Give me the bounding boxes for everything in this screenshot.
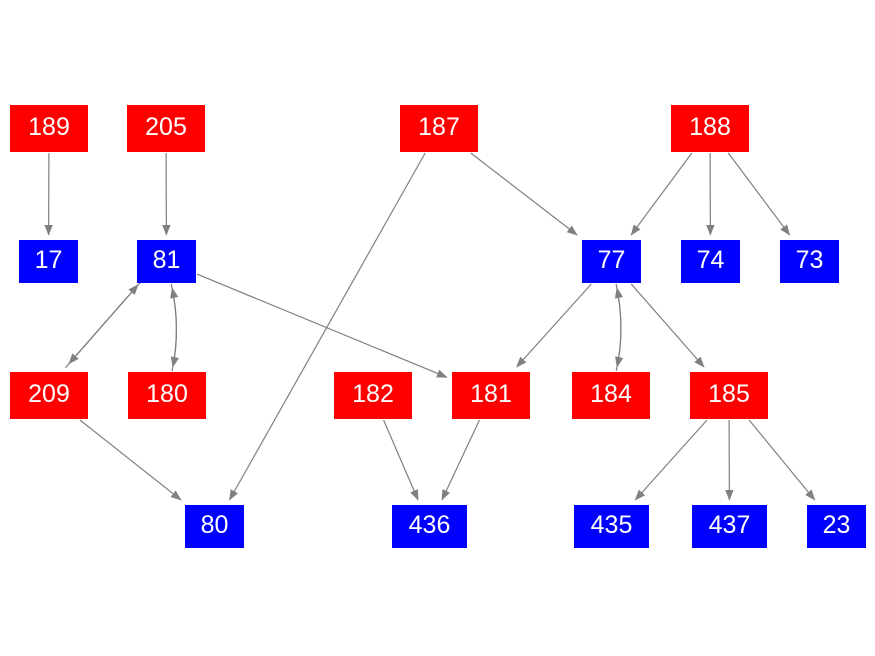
graph-node-label: 81	[152, 246, 181, 274]
graph-node-188[interactable]: 188	[671, 105, 749, 152]
graph-node-187[interactable]: 187	[400, 105, 478, 152]
graph-node-label: 185	[708, 380, 750, 408]
graph-node-label: 187	[418, 113, 460, 141]
graph-node-185[interactable]: 185	[690, 372, 768, 419]
graph-node-label: 189	[28, 113, 70, 141]
graph-node-181[interactable]: 181	[452, 372, 530, 419]
graph-edge-184-to-77	[614, 287, 624, 372]
graph-node-label: 437	[708, 511, 751, 539]
graph-node-label: 17	[34, 246, 63, 274]
graph-node-label: 182	[352, 380, 394, 408]
graph-edge-180-to-81	[170, 287, 179, 372]
graph-node-184[interactable]: 184	[572, 372, 650, 419]
graph-node-81[interactable]: 81	[137, 240, 196, 283]
graph-edge-187-to-77	[470, 152, 578, 236]
graph-edge-182-to-436	[383, 419, 419, 501]
graph-node-label: 74	[696, 246, 725, 274]
graph-node-205[interactable]: 205	[127, 105, 205, 152]
graph-node-73[interactable]: 73	[780, 240, 839, 283]
graph-node-label: 80	[200, 511, 229, 539]
graph-node-label: 23	[822, 511, 851, 539]
graph-node-label: 73	[795, 246, 824, 274]
graph-node-180[interactable]: 180	[128, 372, 206, 419]
graph-edge-188-to-73	[727, 152, 791, 236]
graph-edge-81-to-181	[196, 273, 448, 378]
graph-edge-188-to-77	[630, 152, 693, 236]
graph-node-label: 435	[590, 511, 633, 539]
graph-edge-77-to-181	[516, 283, 592, 368]
graph-node-209[interactable]: 209	[10, 372, 88, 419]
graph-edge-209-to-80	[79, 419, 182, 501]
graph-edge-185-to-435	[634, 419, 708, 501]
graph-node-23[interactable]: 23	[807, 505, 866, 548]
graph-node-label: 436	[408, 511, 451, 539]
graph-edge-181-to-436	[441, 419, 481, 501]
graph-node-80[interactable]: 80	[185, 505, 244, 548]
graph-node-label: 209	[28, 380, 70, 408]
graph-edge-187-to-80	[228, 152, 426, 501]
graph-edge-185-to-23	[748, 419, 816, 501]
graph-node-label: 184	[590, 380, 632, 408]
graph-node-77[interactable]: 77	[582, 240, 641, 283]
graph-node-436[interactable]: 436	[392, 505, 467, 548]
graph-node-189[interactable]: 189	[10, 105, 88, 152]
graph-edge-77-to-185	[630, 283, 705, 368]
graph-node-label: 181	[470, 380, 512, 408]
graph-edge-209-to-81	[65, 284, 139, 369]
graph-node-437[interactable]: 437	[692, 505, 767, 548]
graph-node-74[interactable]: 74	[681, 240, 740, 283]
graph-node-label: 180	[146, 380, 188, 408]
graph-edges	[44, 152, 816, 501]
graph-node-17[interactable]: 17	[19, 240, 78, 283]
graph-node-182[interactable]: 182	[334, 372, 412, 419]
graph-node-label: 188	[689, 113, 731, 141]
graph-node-label: 77	[597, 246, 626, 274]
graph-node-label: 205	[145, 113, 187, 141]
graph-node-435[interactable]: 435	[574, 505, 649, 548]
